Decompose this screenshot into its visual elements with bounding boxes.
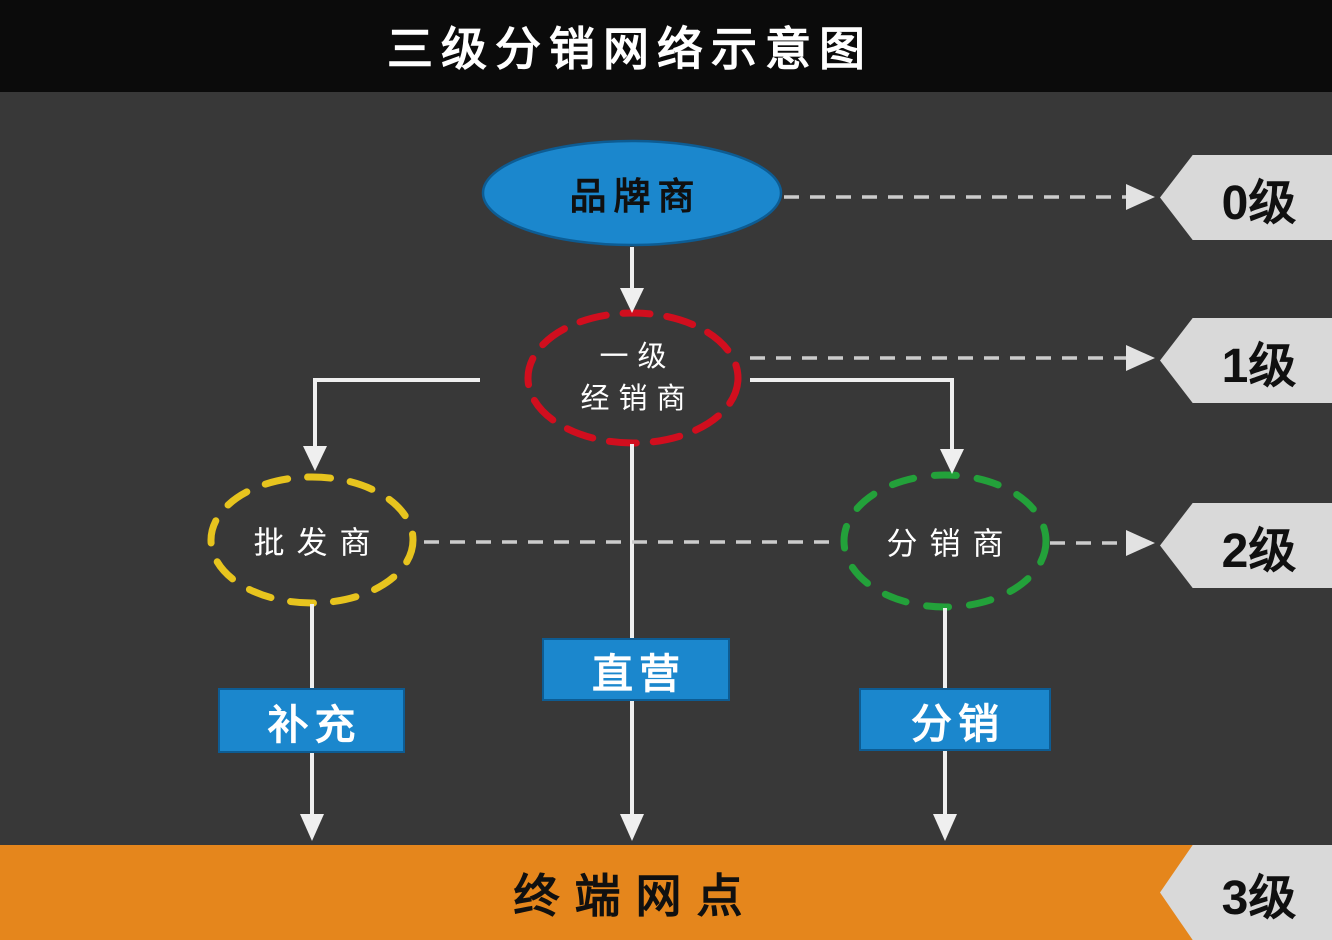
level3-banner-label: 3级 — [1221, 871, 1297, 925]
distributor-node-label: 分销商 — [886, 526, 1016, 562]
arrowhead-level2 — [1126, 530, 1155, 556]
supplement-channel-label: 补充 — [267, 701, 362, 748]
branch-tier1-to-distributor — [750, 378, 954, 449]
supplement-channel-box: 补充 — [218, 688, 405, 753]
level0-banner: 0级 — [1160, 155, 1332, 240]
arrowhead-level1 — [1126, 345, 1155, 371]
terminal-outlets-label: 终端网点 — [513, 869, 758, 922]
arrowhead-level0 — [1126, 184, 1155, 210]
title-bar: 三级分销网络示意图 — [0, 0, 1332, 92]
wholesaler-node-label: 批发商 — [253, 525, 383, 561]
arrowhead-to-wholesaler — [303, 446, 327, 471]
tier1-dealer-ellipse — [524, 309, 742, 447]
level0-banner-label: 0级 — [1221, 176, 1297, 230]
arrowhead-to-distributor — [940, 449, 964, 474]
tier1-label-line1: 一级 — [599, 340, 676, 373]
level1-banner: 1级 — [1160, 318, 1332, 403]
level1-banner-label: 1级 — [1221, 339, 1297, 393]
diagram-title: 三级分销网络示意图 — [387, 23, 873, 75]
tier1-dealer-node-label: 一级 经销商 — [571, 336, 694, 420]
brand-ellipse — [481, 139, 783, 247]
arrowhead-supplement-to-terminal — [300, 814, 324, 841]
distribution-channel-label: 分销 — [911, 700, 1005, 747]
level2-banner-label: 2级 — [1221, 524, 1297, 578]
level2-banner: 2级 — [1160, 503, 1332, 588]
terminal-outlets-bar: 终端网点 — [0, 845, 1332, 940]
tier1-label-line2: 经销商 — [580, 383, 695, 415]
distributor-ellipse — [840, 471, 1050, 611]
level3-banner: 3级 — [1160, 845, 1332, 940]
direct-channel-box: 直营 — [542, 638, 730, 701]
distribution-channel-box: 分销 — [859, 688, 1051, 751]
wholesaler-ellipse — [207, 473, 417, 607]
arrowhead-distribution-to-terminal — [933, 814, 957, 841]
direct-channel-label: 直营 — [592, 650, 686, 697]
branch-tier1-to-wholesaler — [313, 378, 480, 446]
arrowhead-brand-to-tier1 — [620, 288, 644, 313]
arrowhead-direct-to-terminal — [620, 814, 644, 841]
brand-node-label: 品牌商 — [569, 176, 702, 217]
